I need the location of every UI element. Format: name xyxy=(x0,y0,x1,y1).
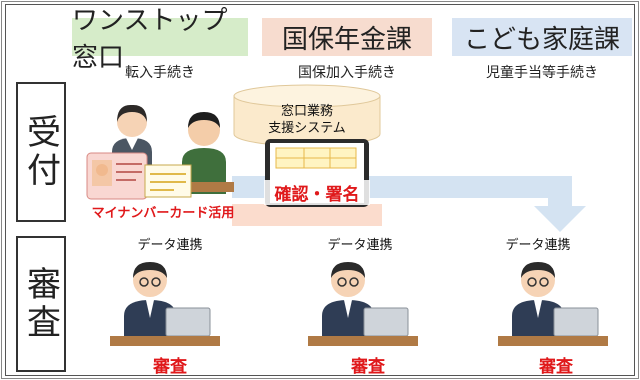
data-link-label-1: データ連携 xyxy=(137,238,203,253)
dept-kodomo-sub: 児童手当等手続き xyxy=(486,65,598,81)
review-label-3: 審査 xyxy=(539,357,573,377)
reviewer-illustration-3 xyxy=(498,262,608,346)
flow-bar-vertical xyxy=(548,186,572,208)
dept-onestop-sub: 転入手続き xyxy=(125,65,195,81)
dept-onestop-header: ワンストップ窓口 xyxy=(72,6,248,73)
database-cylinder-icon xyxy=(233,84,381,147)
reviewer-illustration-2 xyxy=(308,262,418,346)
tablet-label: 確認・署名 xyxy=(264,180,370,205)
system-label-line2: 支援システム xyxy=(268,121,346,136)
dept-kokuho-header: 国保年金課 xyxy=(262,18,432,56)
flow-arrow-head xyxy=(534,206,586,232)
row-label-review: 審査 xyxy=(16,236,66,372)
data-link-label-2: データ連携 xyxy=(327,238,393,253)
review-label-2: 審査 xyxy=(351,357,385,377)
row-label-reception: 受付 xyxy=(16,82,66,222)
reviewer-illustration-1 xyxy=(110,262,220,346)
form-document-icon xyxy=(144,164,192,198)
dept-kodomo-header: こども家庭課 xyxy=(452,18,632,56)
system-label-line1: 窓口業務 xyxy=(280,104,333,119)
mynumber-card-label: マイナンバーカード活用 xyxy=(91,206,235,221)
inner-frame xyxy=(5,4,635,376)
data-link-label-3: データ連携 xyxy=(505,238,571,253)
review-label-1: 審査 xyxy=(153,357,187,377)
flow-bar-pink xyxy=(232,204,382,226)
dept-kokuho-sub: 国保加入手続き xyxy=(298,65,396,81)
mynumber-card-icon xyxy=(86,152,148,200)
